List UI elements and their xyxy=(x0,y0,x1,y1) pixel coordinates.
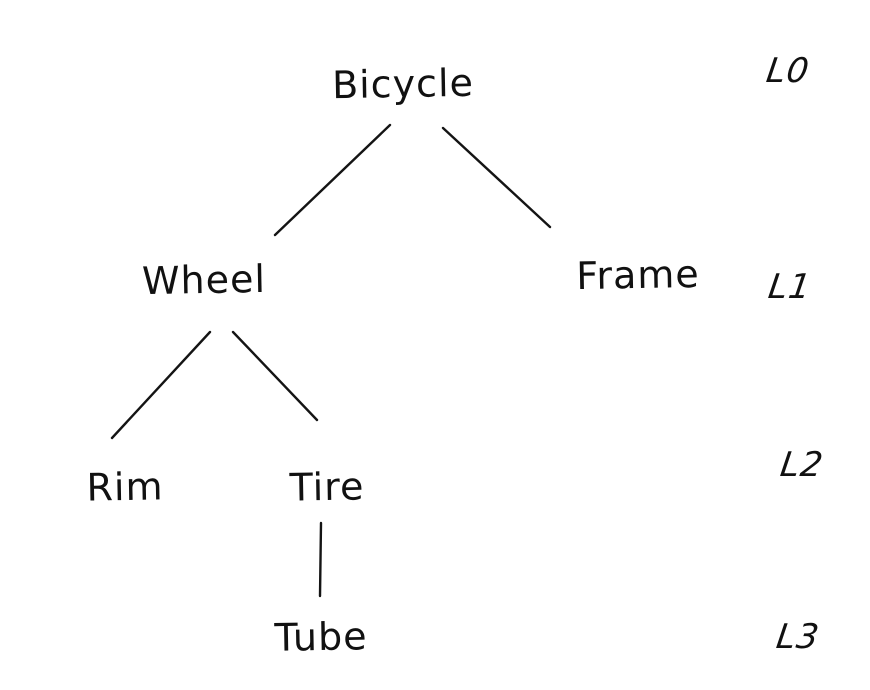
edge-wheel-rim xyxy=(110,330,212,440)
tree-node-tube: Tube xyxy=(274,614,368,660)
edge-bicycle-wheel xyxy=(273,123,392,237)
tree-node-frame: Frame xyxy=(575,251,701,299)
tree-node-rim: Rim xyxy=(86,464,164,510)
edge-tire-tube xyxy=(318,521,323,598)
tree-node-bicycle: Bicycle xyxy=(331,60,475,108)
level-label-l2: L2 xyxy=(777,445,827,485)
tree-node-tire: Tire xyxy=(289,464,365,510)
level-label-l3: L3 xyxy=(773,617,823,657)
edge-wheel-tire xyxy=(231,330,319,422)
tree-node-wheel: Wheel xyxy=(141,256,267,304)
level-label-l0: L0 xyxy=(763,51,813,91)
edge-bicycle-frame xyxy=(441,126,552,229)
level-label-l1: L1 xyxy=(765,267,815,307)
